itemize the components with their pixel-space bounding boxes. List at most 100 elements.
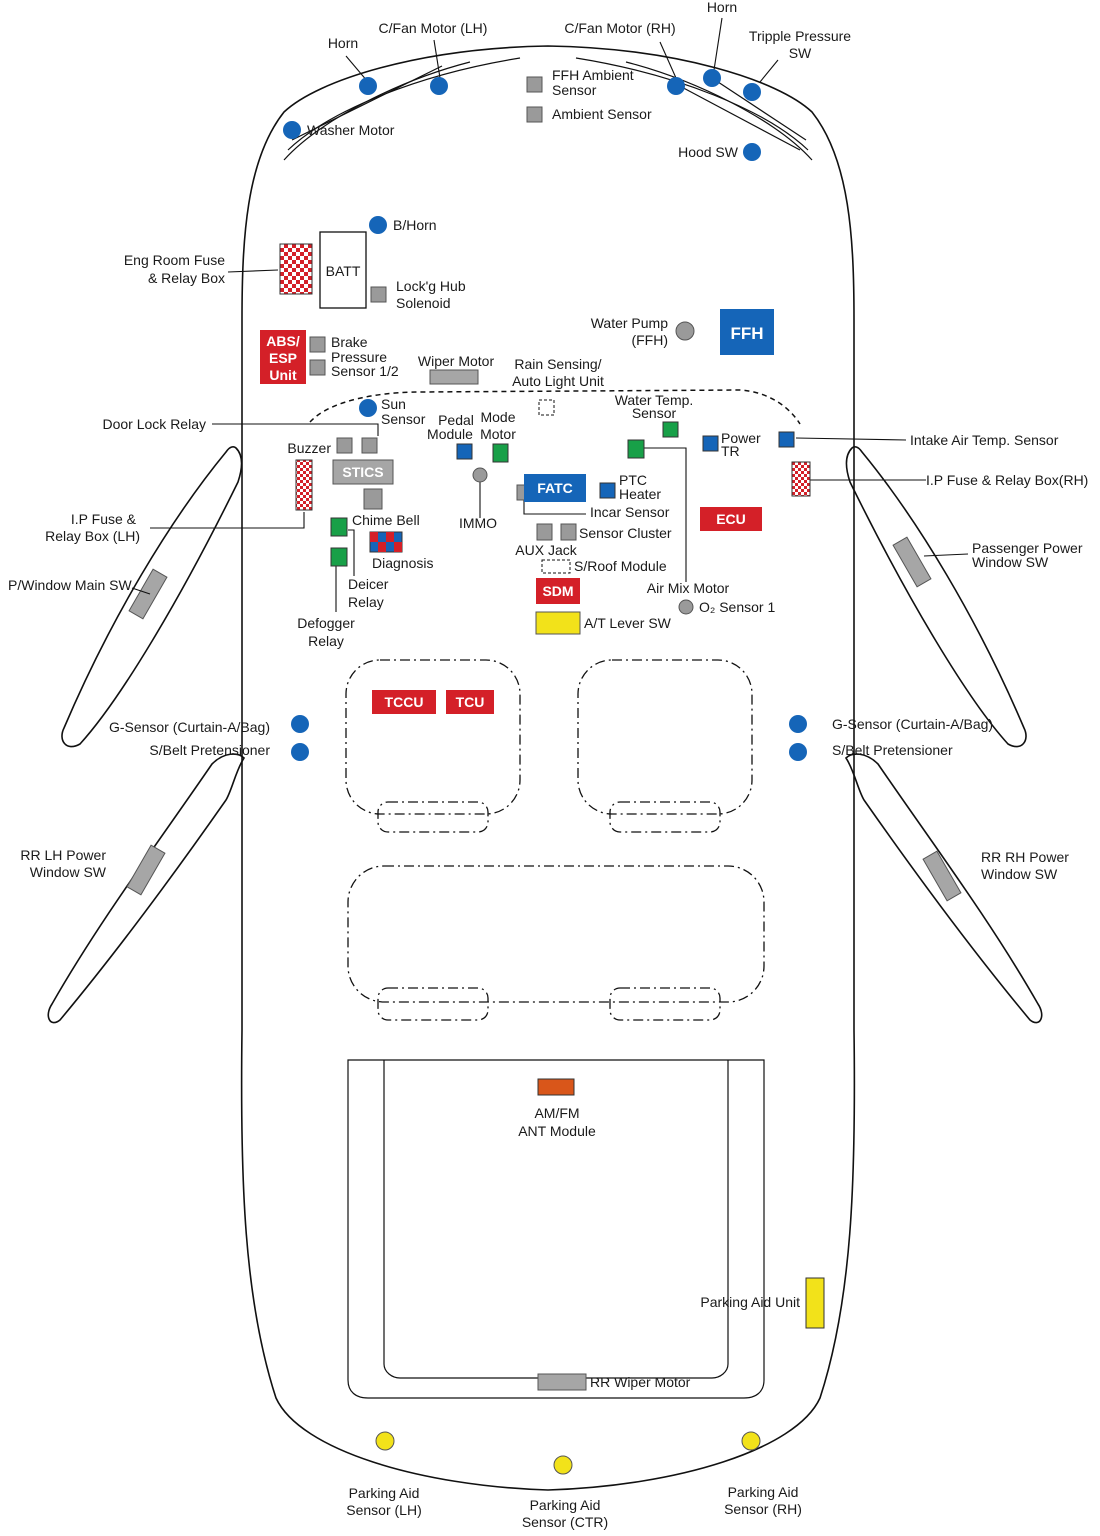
amfm-label-line2: ANT Module xyxy=(518,1123,596,1139)
leader-pwindow-main xyxy=(131,587,151,595)
g-sensor-rh-label: G-Sensor (Curtain-A/Bag) xyxy=(832,716,993,732)
horn-lh-marker xyxy=(359,77,377,95)
air-mix-motor-marker xyxy=(627,439,645,459)
sdm-module xyxy=(536,578,580,604)
brake-sensor-2-marker xyxy=(309,359,326,376)
fatc-module xyxy=(524,474,586,502)
eng-room-label-line2: & Relay Box xyxy=(148,270,225,286)
ecu-label: ECU xyxy=(716,511,746,527)
rear-seat-cushion-left xyxy=(377,987,489,1021)
tccu-label: TCCU xyxy=(385,694,424,710)
sensor-cluster-label: Sensor Cluster xyxy=(579,525,672,541)
rear-seat xyxy=(347,865,765,1003)
diagnosis-connector xyxy=(369,531,403,553)
buzzer-marker xyxy=(336,437,353,454)
pedal-label-line2: Module xyxy=(427,426,473,442)
leader-eng-room xyxy=(227,269,279,273)
rr-rh-label-line2: Window SW xyxy=(981,866,1058,882)
sroof-module-marker xyxy=(541,559,571,574)
aux-jack-marker xyxy=(536,523,553,541)
front-left-door xyxy=(61,446,243,748)
tripple-pressure-marker xyxy=(743,83,761,101)
rr-wiper-label: RR Wiper Motor xyxy=(590,1374,691,1390)
o2-sensor-label: O₂ Sensor 1 xyxy=(699,599,775,615)
rr-rh-label-line1: RR RH Power xyxy=(981,849,1069,865)
chime-bell-marker xyxy=(330,517,348,537)
abs-label-line1: ABS/ xyxy=(266,333,300,349)
leader-tripple xyxy=(759,59,779,83)
brake-label-line2: Pressure xyxy=(331,349,387,365)
passenger-pw-label-line2: Window SW xyxy=(972,554,1049,570)
rear-seat-cushion-right xyxy=(609,987,721,1021)
water-pump-label-line2: (FFH) xyxy=(631,332,668,348)
passenger-seat xyxy=(577,659,753,815)
stics-module xyxy=(332,459,394,485)
water-pump-marker xyxy=(675,321,695,341)
leader-passenger-pw xyxy=(923,553,969,557)
sdm-label: SDM xyxy=(542,583,573,599)
rr-lh-label-line1: RR LH Power xyxy=(20,847,106,863)
cowl-right xyxy=(575,57,809,151)
lockg-label-line1: Lock'g Hub xyxy=(396,278,466,294)
amfm-ant-module-marker xyxy=(537,1078,575,1096)
wiper-motor-label: Wiper Motor xyxy=(418,353,495,369)
at-lever-sw-marker xyxy=(535,611,581,635)
leader-incar xyxy=(523,500,586,515)
sbelt-lh-marker xyxy=(291,743,309,761)
mode-label-line1: Mode xyxy=(480,409,515,425)
ffh-module xyxy=(720,309,774,355)
brake-label-line3: Sensor 1/2 xyxy=(331,363,399,379)
defogger-label-line2: Relay xyxy=(308,633,344,649)
ffh-ambient-sensor-marker xyxy=(526,76,543,93)
leader-cfan-lh xyxy=(433,39,441,79)
stics-label: STICS xyxy=(342,464,383,480)
doors xyxy=(47,446,1043,1024)
rain-label-line1: Rain Sensing/ xyxy=(514,356,601,372)
parking-aid-sensor-ctr-marker xyxy=(553,1455,573,1475)
sun-label-line2: Sensor xyxy=(381,411,426,427)
sun-label-line1: Sun xyxy=(381,396,406,412)
deicer-label-line2: Relay xyxy=(348,594,384,610)
seats xyxy=(345,659,765,1021)
pwindow-main-sw-switch xyxy=(128,568,168,620)
ffh-ambient-label-line1: FFH Ambient xyxy=(552,67,634,83)
dashboard-outline xyxy=(309,389,801,425)
hood-left-line xyxy=(283,61,471,161)
circle-components xyxy=(283,69,807,1475)
ip-fuse-lh-label-line1: I.P Fuse & xyxy=(71,511,137,527)
parking-aid-unit-marker xyxy=(805,1277,825,1329)
cfan-lh-label: C/Fan Motor (LH) xyxy=(379,20,488,36)
leader-cfan-rh xyxy=(659,41,677,79)
mode-motor-marker xyxy=(492,443,509,463)
brake-label-line1: Brake xyxy=(331,334,368,350)
cfan-lh-marker xyxy=(430,77,448,95)
chime-bell-label: Chime Bell xyxy=(352,512,420,528)
deicer-label-line1: Deicer xyxy=(348,576,389,592)
pedal-module-marker xyxy=(456,443,473,460)
pas-rh-label-line1: Parking Aid xyxy=(728,1484,799,1500)
abs-label-line2: ESP xyxy=(269,350,297,366)
pwindow-main-label: P/Window Main SW xyxy=(8,577,132,593)
wiper-left-blade xyxy=(291,65,443,141)
ip-fuse-lh-marker xyxy=(295,459,313,511)
rr-lh-window-sw-switch xyxy=(126,844,166,896)
water-temp-label-line1: Water Temp. xyxy=(615,392,694,408)
wiper-right-blade-2 xyxy=(711,77,807,141)
g-sensor-lh-label: G-Sensor (Curtain-A/Bag) xyxy=(109,719,270,735)
leader-intake-air xyxy=(795,437,907,441)
rr-rh-window-sw-switch xyxy=(922,850,962,902)
tcu-module xyxy=(446,690,494,714)
leader-lines xyxy=(131,17,969,612)
at-lever-label: A/T Lever SW xyxy=(584,615,672,631)
water-pump-label-line1: Water Pump xyxy=(591,315,668,331)
ip-fuse-rh-label: I.P Fuse & Relay Box(RH) xyxy=(926,472,1088,488)
parking-aid-unit-label: Parking Aid Unit xyxy=(700,1294,800,1310)
front-right-door xyxy=(845,446,1027,748)
passenger-window-sw-switch xyxy=(892,536,932,588)
horn-rh-marker xyxy=(703,69,721,87)
cfan-rh-marker xyxy=(667,77,685,95)
driver-seat xyxy=(345,659,521,815)
pas-ctr-label-line2: Sensor (CTR) xyxy=(522,1514,608,1530)
ptc-label-line1: PTC xyxy=(619,472,647,488)
